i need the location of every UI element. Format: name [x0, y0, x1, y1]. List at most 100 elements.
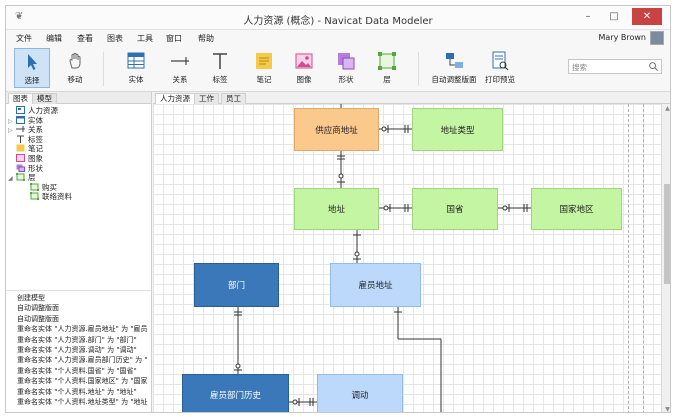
entity-tool-button[interactable]: 实体 — [118, 48, 154, 88]
tab-employee[interactable]: 员工 — [221, 93, 246, 104]
table-icon — [127, 52, 145, 69]
left-panel-tabs: 图表 模型 — [6, 92, 151, 104]
entity-label: 雇员部门历史 — [209, 391, 261, 401]
close-button[interactable]: ✕ — [632, 8, 662, 25]
layer-tool-button[interactable]: 层 — [369, 48, 405, 88]
entity-department[interactable]: 部门 — [194, 263, 279, 307]
note-tool-button[interactable]: 笔记 — [246, 48, 282, 88]
tab-model[interactable]: 模型 — [32, 93, 57, 104]
print-preview-icon — [492, 51, 509, 71]
tree-item[interactable]: 标签 — [8, 135, 43, 145]
relationship-lines — [234, 104, 531, 412]
log-entry: 重命名实体 "个人资料.地址" 为 "地址" — [17, 387, 137, 396]
log-entry: 重命名实体 "人力资源.部门" 为 "部门" — [17, 335, 137, 344]
print-preview-button[interactable]: 打印预览 — [480, 48, 520, 88]
tree-expander-icon[interactable]: ◢ — [8, 175, 13, 183]
tree-item-label: 联络资料 — [42, 192, 72, 202]
search-input[interactable]: 搜索 — [568, 59, 662, 74]
entity-employee-address[interactable]: 雇员地址 — [330, 263, 421, 307]
tree-item[interactable]: 购买 — [22, 182, 57, 193]
tree-item[interactable]: ▷ 实体 — [8, 115, 43, 126]
menu-edit[interactable]: 编辑 — [46, 34, 62, 43]
menu-view[interactable]: 查看 — [77, 34, 93, 43]
shape-tool-label: 形状 — [338, 75, 354, 84]
tree-expander-icon[interactable]: ▷ — [8, 127, 13, 135]
menu-help[interactable]: 帮助 — [198, 34, 214, 43]
minimize-button[interactable]: – — [585, 11, 591, 22]
entity-employee-dept-history[interactable]: 雇员部门历史 — [182, 374, 289, 412]
image-icon — [16, 154, 28, 163]
log-entry: 自动调整版面 — [17, 304, 59, 313]
entity-address-type[interactable]: 地址类型 — [412, 108, 503, 151]
note-tool-label: 笔记 — [256, 75, 272, 84]
tree-item[interactable]: 笔记 — [8, 144, 43, 154]
tree-item[interactable]: 人力资源 — [8, 106, 58, 116]
log-entry: 自动调整版面 — [17, 314, 59, 323]
tree-item-label: 购买 — [42, 182, 57, 192]
entity-country-region[interactable]: 国家地区 — [531, 188, 622, 230]
tree-item-label: 人力资源 — [28, 106, 58, 115]
layer-tool-label: 层 — [383, 75, 391, 84]
maximize-button[interactable]: □ — [609, 11, 619, 22]
diagram-tabs: 人力资源 工作 员工 — [153, 92, 670, 104]
image-tool-label: 图像 — [296, 75, 312, 84]
log-entry: 重命名实体 "人力资源.调动" 为 "调动" — [17, 346, 137, 354]
avatar[interactable] — [650, 31, 664, 45]
app-window: ❦ 人力资源 (概念) - Navicat Data Modeler – □ ✕… — [5, 5, 671, 413]
tab-diagram[interactable]: 图表 — [8, 93, 33, 104]
vertical-scrollbar[interactable]: ▲ ▼ — [661, 104, 670, 413]
user-name[interactable]: Mary Brown — [598, 33, 646, 42]
tree-item[interactable]: 联络资料 — [22, 192, 72, 202]
entity-province[interactable]: 国省 — [412, 188, 498, 230]
scroll-up-icon[interactable]: ▲ — [665, 105, 670, 112]
tab-work[interactable]: 工作 — [194, 93, 219, 104]
log-entry: 重命名实体 "人力资源.雇员部门历史" 为 " — [17, 356, 148, 365]
diagram-canvas[interactable]: 供应商地址 地址类型 地址 国省 国家地区 部门 雇员地址 雇员部门历史 调动 — [153, 104, 661, 412]
tree-item[interactable]: 图象 — [8, 154, 43, 164]
scroll-down-icon[interactable]: ▼ — [665, 406, 670, 413]
menu-tools[interactable]: 工具 — [137, 34, 153, 43]
label-tool-button[interactable]: 标签 — [202, 48, 238, 88]
search-placeholder: 搜索 — [572, 63, 587, 72]
entity-label: 部门 — [227, 281, 245, 291]
entity-supplier-address[interactable]: 供应商地址 — [294, 108, 379, 151]
tab-human-resources[interactable]: 人力资源 — [155, 93, 195, 104]
search-icon — [649, 62, 658, 71]
menu-diagram[interactable]: 图表 — [107, 34, 123, 43]
image-icon — [295, 53, 313, 69]
shape-tool-button[interactable]: 形状 — [328, 48, 364, 88]
log-entry: 重命名实体 "人力资源.雇员地址" 为 "雇员 — [17, 325, 148, 334]
auto-layout-label: 自动调整版面 — [431, 75, 477, 84]
auto-layout-button[interactable]: 自动调整版面 — [431, 48, 477, 88]
relation-tool-label: 关系 — [172, 75, 188, 84]
auto-layout-icon — [446, 53, 463, 68]
tree-item[interactable]: 形状 — [8, 164, 43, 174]
image-tool-button[interactable]: 图像 — [286, 48, 322, 88]
scrollbar-thumb[interactable] — [664, 184, 670, 284]
entity-label: 地址 — [327, 205, 345, 215]
move-tool-button[interactable]: 移动 — [57, 48, 93, 88]
select-tool-button[interactable]: 选择 — [14, 48, 50, 88]
entity-transfer[interactable]: 调动 — [317, 374, 403, 412]
label-tool-label: 标签 — [212, 75, 228, 84]
tree-item[interactable]: ◢层 — [8, 173, 36, 183]
layer-icon — [30, 192, 42, 201]
entity-address[interactable]: 地址 — [294, 188, 379, 230]
menu-file[interactable]: 文件 — [16, 34, 32, 43]
toolbar: 选择 移动 实体 关系 标签 笔记 图像 形状 — [6, 46, 670, 92]
tree-expander-icon[interactable]: ▷ — [8, 117, 13, 125]
app-icon: ❦ — [15, 11, 24, 22]
tree-item[interactable]: ▷关系 — [8, 125, 43, 135]
layer-icon — [378, 52, 396, 70]
tree-item-label: 实体 — [28, 115, 43, 125]
select-tool-label: 选择 — [24, 76, 40, 85]
title-bar: ❦ 人力资源 (概念) - Navicat Data Modeler – □ ✕ — [6, 6, 670, 30]
layer-icon — [30, 182, 42, 192]
menu-bar: 文件 编辑 查看 图表 工具 窗口 帮助 Mary Brown — [6, 30, 670, 46]
history-log: 创建模型自动调整版面自动调整版面重命名实体 "人力资源.雇员地址" 为 "雇员重… — [6, 290, 151, 412]
tree-item-label: 标签 — [28, 134, 43, 144]
relation-tool-button[interactable]: 关系 — [162, 48, 198, 88]
move-tool-label: 移动 — [67, 75, 83, 84]
tree-item-label: 层 — [28, 173, 36, 183]
menu-window[interactable]: 窗口 — [166, 34, 182, 43]
